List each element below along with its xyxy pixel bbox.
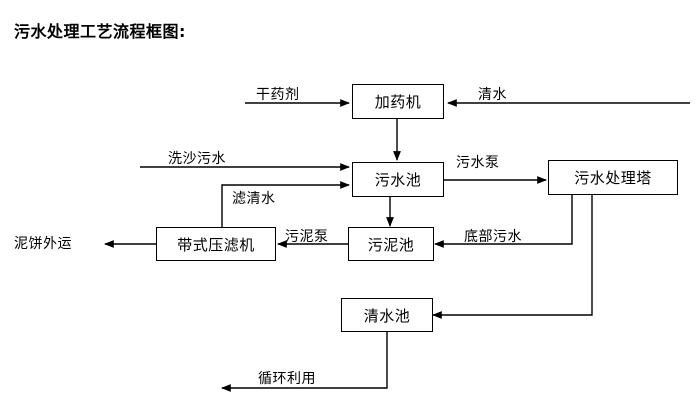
edge-belt-press-to-sewage-pool (221, 181, 350, 228)
page-title: 污水处理工艺流程框图: (14, 22, 186, 41)
node-clear-water-pool[interactable]: 清水池 (341, 298, 433, 332)
edge-label-clean-water: 清水 (478, 87, 507, 103)
node-label: 清水池 (363, 306, 411, 325)
node-label: 带式压滤机 (177, 235, 255, 254)
edge-label-sludge-pump: 污泥泵 (285, 229, 329, 245)
edge-label-sand-washing-sewage: 洗沙污水 (168, 151, 226, 167)
node-belt-filter-press[interactable]: 带式压滤机 (156, 227, 276, 261)
node-sewage-pool[interactable]: 污水池 (352, 162, 444, 197)
node-dosing-machine[interactable]: 加药机 (352, 84, 444, 119)
node-sludge-pool[interactable]: 污泥池 (348, 227, 434, 261)
node-label: 污水池 (374, 171, 422, 189)
terminal-label-recycle-use: 循环利用 (258, 371, 316, 387)
node-label: 污泥池 (367, 235, 415, 254)
node-label: 污水处理塔 (574, 169, 652, 187)
edge-treatment-tower-to-clear-water-pool (432, 194, 593, 319)
terminal-label-mud-cake-out: 泥饼外运 (14, 236, 72, 252)
edge-label-filtered-clear-water: 滤清水 (232, 191, 276, 207)
node-treatment-tower[interactable]: 污水处理塔 (548, 160, 678, 195)
edge-label-bottom-sewage: 底部污水 (464, 229, 522, 245)
node-label: 加药机 (374, 93, 422, 111)
edge-label-sewage-pump: 污水泵 (456, 155, 500, 171)
edge-clear-water-pool-to-recycle (221, 331, 388, 392)
edge-label-dry-agent: 干药剂 (256, 87, 300, 103)
edge-treatment-tower-to-sludge-pool (434, 194, 573, 248)
